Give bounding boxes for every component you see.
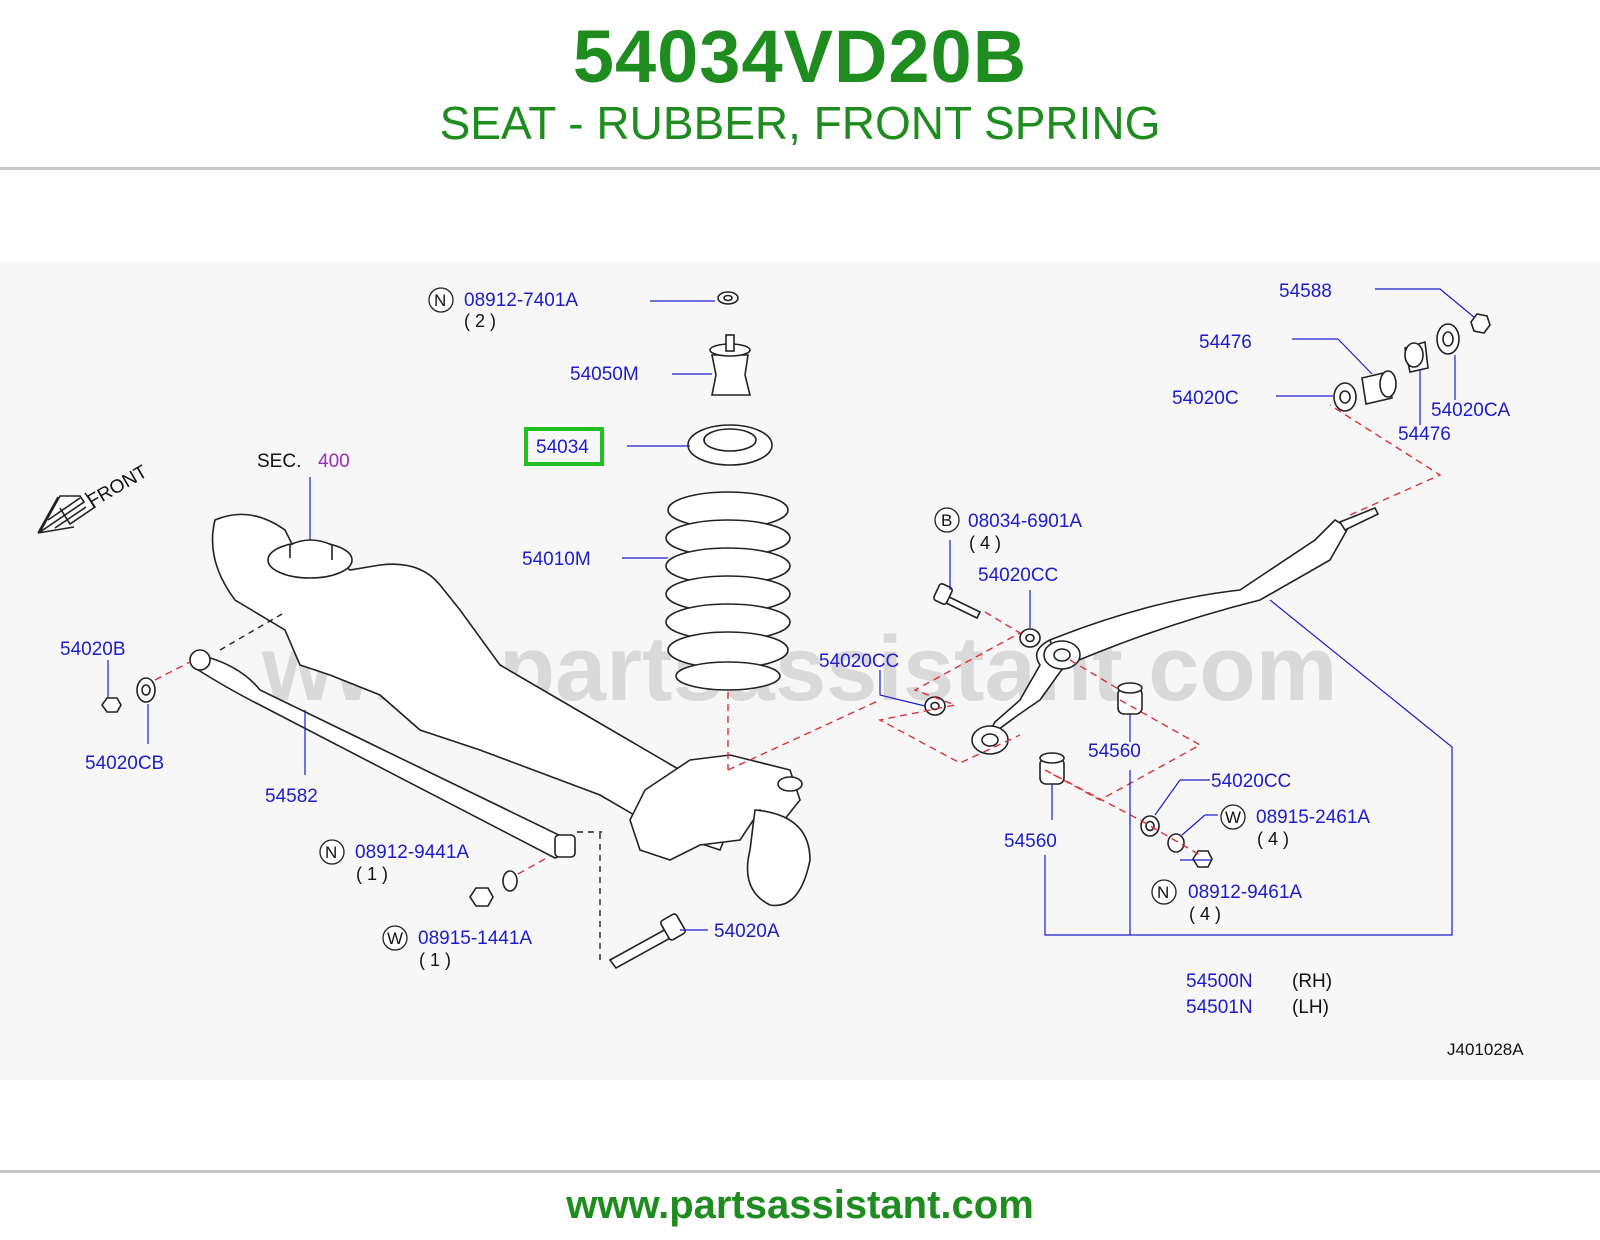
prefix-w-1: W [1225,808,1241,827]
qty-4-nut: ( 4 ) [1189,904,1221,924]
label-54020ca[interactable]: 54020CA [1431,400,1511,421]
assembly-line-panhard [517,855,551,875]
front-label: FRONT [84,461,152,512]
selected-part-highlight [524,427,604,466]
label-54582[interactable]: 54582 [265,786,318,807]
washer-54020cc-2 [924,696,946,716]
bushing-54560-1 [1117,682,1143,715]
label-54560-1[interactable]: 54560 [1088,741,1141,762]
label-08915-1441a[interactable]: 08915-1441A [418,928,532,949]
label-54500n[interactable]: 54500N [1186,971,1253,992]
label-08915-2461a[interactable]: 08915-2461A [1256,807,1370,828]
washer-08915-2461a [1167,833,1185,853]
footer-divider [0,1170,1600,1173]
prefix-w-2: W [387,929,403,948]
assembly-line-left-2 [219,613,283,651]
upper-link-arm [971,506,1380,755]
label-08912-9461a[interactable]: 08912-9461A [1188,882,1302,903]
prefix-n-1: N [434,291,446,310]
part-description: SEAT - RUBBER, FRONT SPRING [439,97,1161,149]
header-divider [0,167,1600,170]
label-rh: (RH) [1292,971,1332,992]
label-54034[interactable]: 54034 [536,437,589,458]
label-54476-top[interactable]: 54476 [1199,332,1252,353]
bolt-54020a [608,913,686,970]
prefix-circles [319,287,1246,951]
nut-54020b [101,697,122,713]
nut-08912-9441a [469,887,494,907]
label-54020c[interactable]: 54020C [1172,388,1239,409]
bump-stopper [709,334,752,396]
label-08912-7401a[interactable]: 08912-7401A [464,290,578,311]
nut-08912-9461a [1192,850,1213,868]
prefix-b: B [941,511,952,530]
washer-54020ca [1436,323,1460,355]
label-54020a[interactable]: 54020A [714,921,780,942]
washer-08915-1441a [502,870,518,892]
label-54050m[interactable]: 54050M [570,364,639,385]
coil-spring [665,491,791,691]
leader-lines [107,288,1476,936]
label-54020cc-2[interactable]: 54020CC [819,651,899,672]
sec-prefix: SEC. [257,451,301,472]
label-08912-9441a[interactable]: 08912-9441A [355,842,469,863]
washer-54020cb [136,677,156,703]
assembly-line-left [154,661,191,681]
qty-4-bolt: ( 4 ) [969,533,1001,553]
label-54501n[interactable]: 54501N [1186,997,1253,1018]
label-lh: (LH) [1292,997,1329,1018]
label-54476-bottom[interactable]: 54476 [1398,424,1451,445]
assembly-line-link-top [1329,404,1442,516]
panhard-rod [189,649,577,859]
qty-2: ( 2 ) [464,311,496,331]
label-54020cb[interactable]: 54020CB [85,753,164,774]
footer-url-link[interactable]: www.partsassistant.com [566,1183,1034,1227]
page-header: 54034VD20B SEAT - RUBBER, FRONT SPRING [0,0,1600,168]
washer-54020cc-3 [1140,815,1160,837]
bushing-54476-top [1361,370,1397,405]
part-number-title: 54034VD20B [572,15,1028,98]
bushing-54020c [1333,382,1357,412]
nut-54588 [1470,313,1491,334]
label-54020cc-3[interactable]: 54020CC [1211,771,1291,792]
assembly-lines-link [877,611,1202,856]
label-54020b[interactable]: 54020B [60,639,126,660]
washer-54020cc-1 [1019,628,1041,648]
label-54560-2[interactable]: 54560 [1004,831,1057,852]
bushing-54560-2 [1039,752,1065,785]
sec-number-link[interactable]: 400 [318,451,350,472]
bushing-54476-bottom [1404,340,1429,373]
prefix-n-2: N [1157,883,1169,902]
figure-code: J401028A [1447,1040,1524,1059]
label-08034-6901a[interactable]: 08034-6901A [968,511,1082,532]
rubber-seat [687,424,773,466]
front-arrow-icon [37,492,97,534]
assembly-line-axle-link [727,699,881,771]
prefix-n-3: N [325,843,337,862]
qty-1-washer: ( 1 ) [419,950,451,970]
qty-1-nut: ( 1 ) [356,864,388,884]
label-54010m[interactable]: 54010M [522,549,591,570]
label-54588[interactable]: 54588 [1279,281,1332,302]
label-54020cc-1[interactable]: 54020CC [978,565,1058,586]
top-nut [717,291,739,305]
qty-4-washer: ( 4 ) [1257,829,1289,849]
bolt-08034-6901a [933,583,982,620]
axle-housing [211,513,811,907]
